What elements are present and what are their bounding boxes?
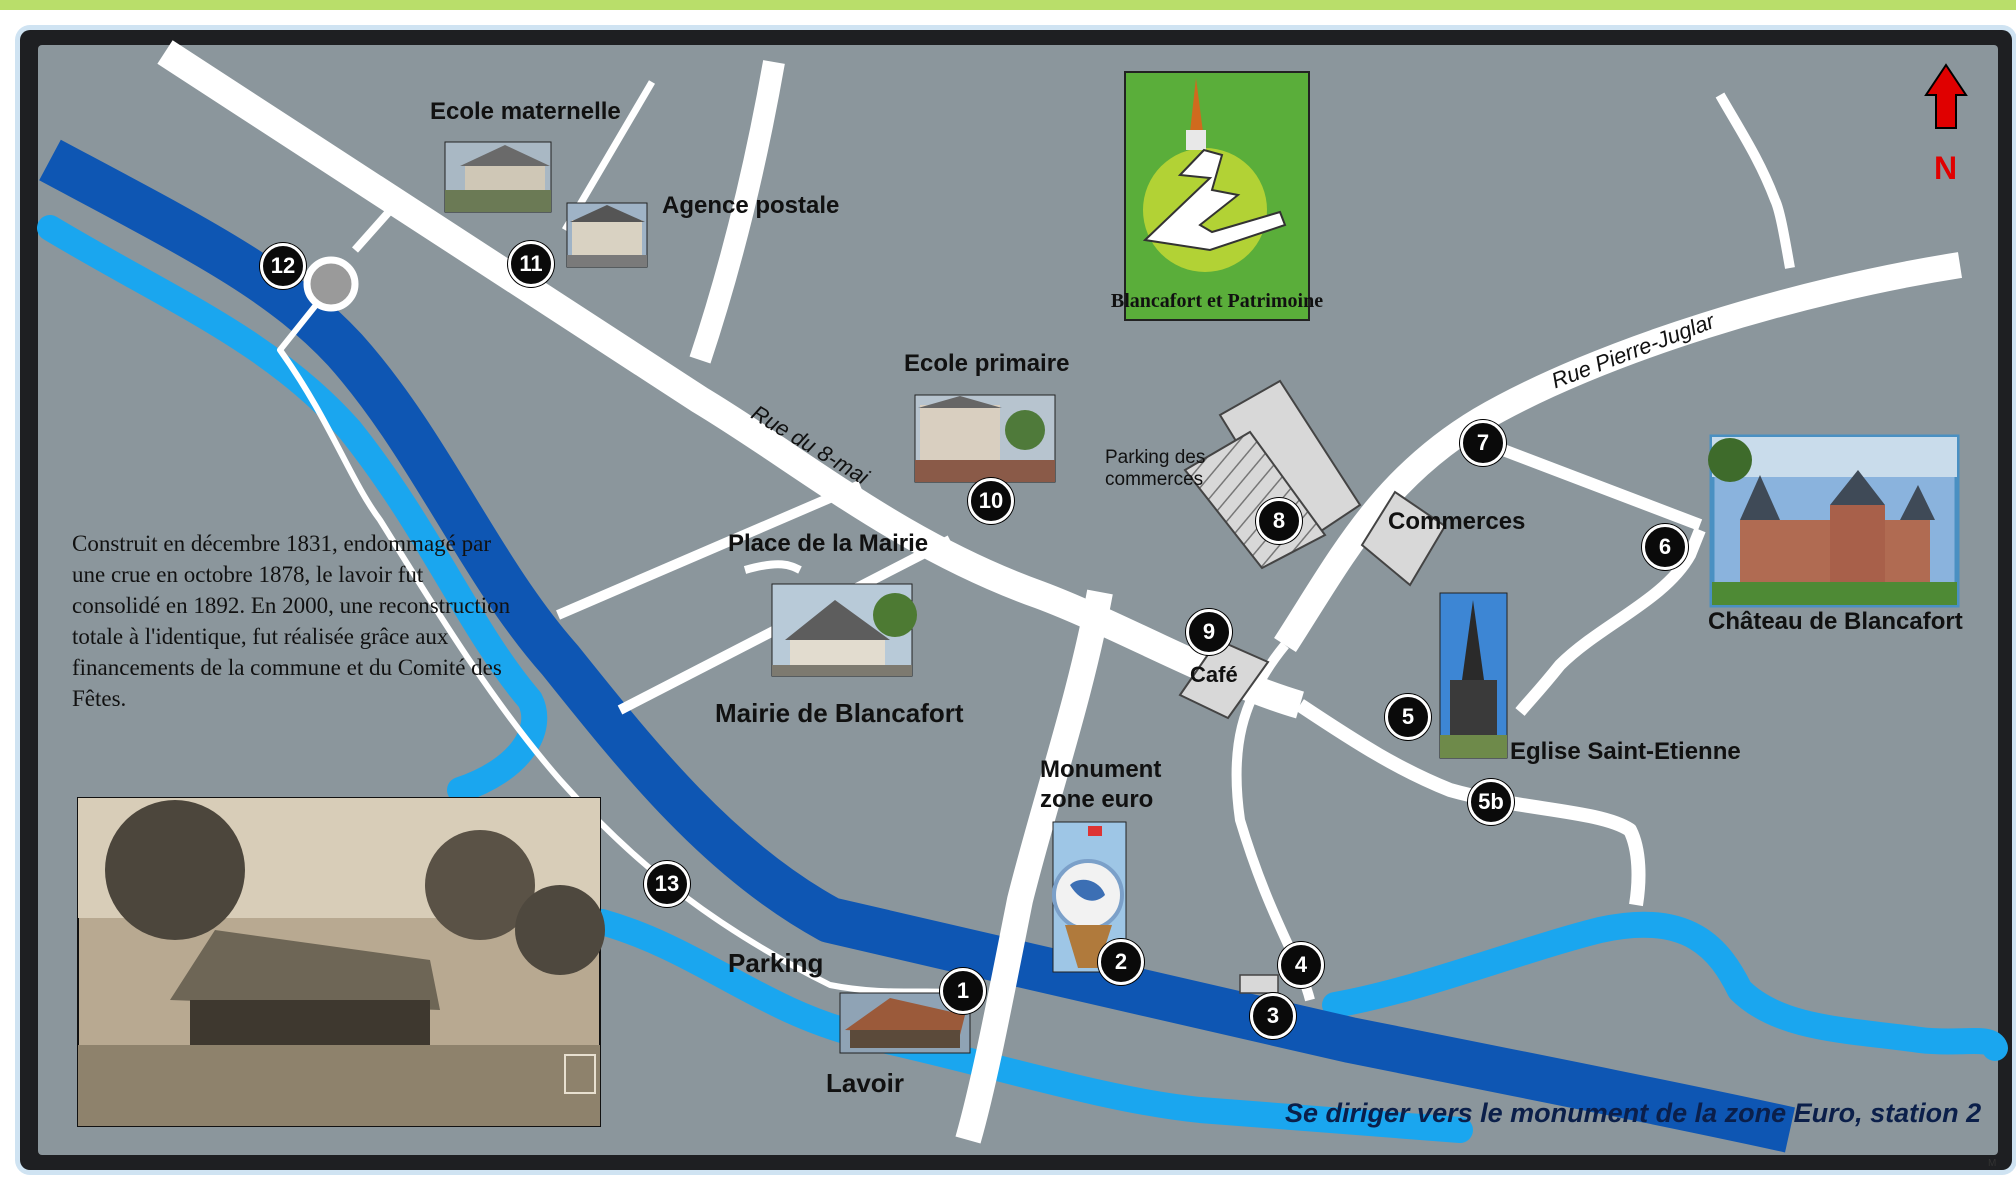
photo-agence-postale bbox=[566, 202, 648, 268]
label-parking-commerces: Parking des commerces bbox=[1105, 447, 1206, 490]
label-cafe: Café bbox=[1190, 662, 1238, 687]
river-light-branches bbox=[37, 215, 2008, 1143]
label-place-mairie: Place de la Mairie bbox=[728, 530, 929, 557]
label-mairie: Mairie de Blancafort bbox=[715, 698, 964, 728]
photo-eglise bbox=[1439, 592, 1508, 759]
station-marker-5b[interactable]: 5b bbox=[1468, 779, 1514, 825]
photo-chateau bbox=[1708, 434, 1960, 608]
cafe-building-shape bbox=[1178, 638, 1270, 720]
station-marker-9[interactable]: 9 bbox=[1186, 609, 1232, 655]
river-main bbox=[39, 139, 1795, 1153]
station-marker-7[interactable]: 7 bbox=[1460, 420, 1506, 466]
next-station-instruction: Se diriger vers le monument de la zone E… bbox=[1285, 1098, 1982, 1128]
commerces-building-shape bbox=[1360, 490, 1447, 587]
north-label: N bbox=[1934, 150, 1958, 186]
credit-mark: M bbox=[1988, 1158, 1997, 1169]
photo-ecole-primaire bbox=[914, 394, 1056, 483]
roundabout bbox=[303, 256, 359, 312]
label-parking: Parking bbox=[728, 948, 824, 978]
station-marker-1[interactable]: 1 bbox=[940, 968, 986, 1014]
label-monument: Monument zone euro bbox=[1040, 756, 1162, 813]
top-accent-bar bbox=[0, 0, 2016, 10]
blancafort-patrimoine-logo: Blancafort et Patrimoine bbox=[1111, 71, 1323, 321]
north-arrow-icon bbox=[1924, 63, 1968, 129]
station-marker-13[interactable]: 13 bbox=[644, 861, 690, 907]
lavoir-history-text: Construit en décembre 1831, endommagé pa… bbox=[72, 531, 511, 711]
label-eglise: Eglise Saint-Etienne bbox=[1510, 738, 1741, 765]
label-lavoir: Lavoir bbox=[826, 1068, 905, 1098]
label-agence-postale: Agence postale bbox=[662, 192, 840, 219]
label-ecole-primaire: Ecole primaire bbox=[904, 350, 1070, 377]
station-marker-8[interactable]: 8 bbox=[1256, 498, 1302, 544]
station-marker-5[interactable]: 5 bbox=[1385, 694, 1431, 740]
label-chateau: Château de Blancafort bbox=[1708, 608, 1963, 635]
label-ecole-maternelle: Ecole maternelle bbox=[430, 98, 621, 125]
station-marker-4[interactable]: 4 bbox=[1278, 942, 1324, 988]
label-commerces: Commerces bbox=[1388, 508, 1526, 535]
photo-ecole-maternelle bbox=[444, 141, 552, 213]
photo-lavoir-historic-postcard bbox=[77, 797, 605, 1127]
station-marker-11[interactable]: 11 bbox=[508, 241, 554, 287]
logo-text: Blancafort et Patrimoine bbox=[1111, 290, 1323, 312]
station-marker-3[interactable]: 3 bbox=[1250, 993, 1296, 1039]
photo-monument bbox=[1052, 821, 1127, 973]
station-marker-10[interactable]: 10 bbox=[968, 478, 1014, 524]
station-marker-2[interactable]: 2 bbox=[1098, 939, 1144, 985]
small-structure bbox=[1239, 974, 1279, 994]
station-marker-6[interactable]: 6 bbox=[1642, 524, 1688, 570]
photo-mairie bbox=[771, 583, 917, 677]
station-marker-12[interactable]: 12 bbox=[260, 243, 306, 289]
